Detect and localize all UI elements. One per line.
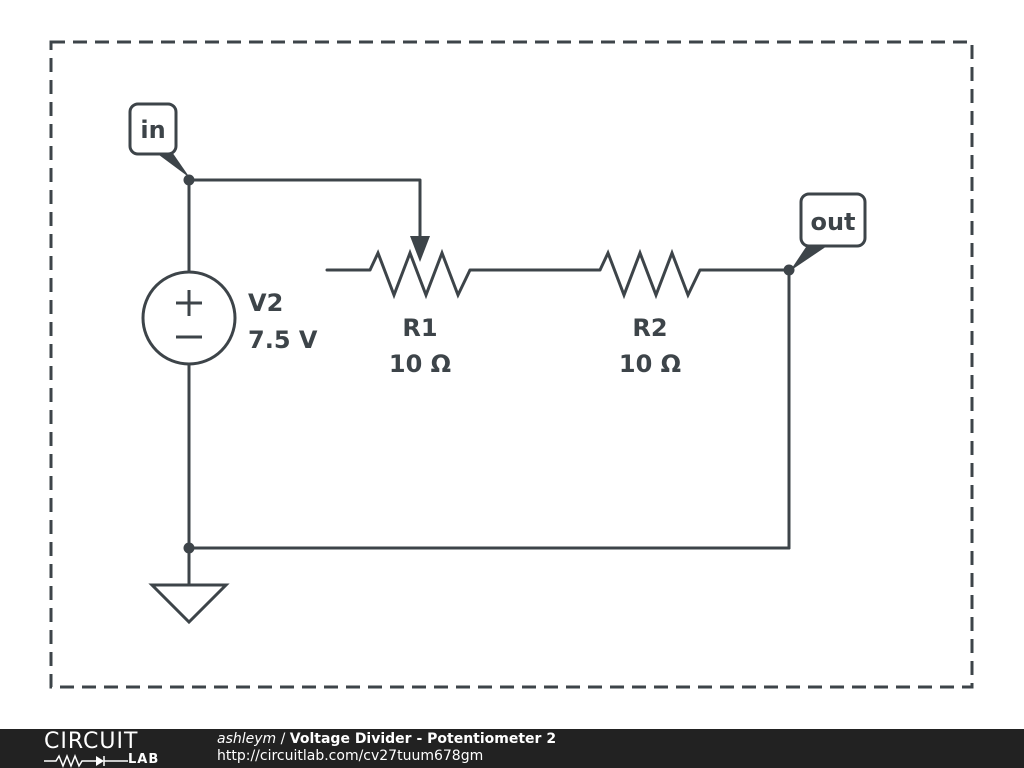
resistor-r2[interactable]: R2 10 Ω	[598, 248, 702, 378]
junction-in	[183, 174, 195, 186]
net-label-out-text: out	[810, 208, 855, 236]
schematic-canvas: V2 7.5 V R1 10 Ω R2 10 Ω in out	[49, 40, 974, 689]
circuit-title: Voltage Divider - Potentiometer 2	[289, 731, 557, 747]
resistor-diode-icon	[44, 754, 128, 768]
wire-in-to-wiper	[187, 178, 422, 242]
source-name: V2	[248, 289, 283, 317]
net-label-in-pointer	[155, 152, 190, 178]
net-label-in-text: in	[140, 116, 165, 144]
r1-name: R1	[402, 314, 437, 342]
net-label-in[interactable]: in	[128, 102, 190, 178]
wires	[187, 178, 791, 587]
footer-bar: CIRCUIT LAB ashleym / Voltage Divider - …	[0, 729, 1024, 768]
resistor-r2-zigzag	[598, 248, 702, 300]
r2-value: 10 Ω	[619, 350, 681, 378]
net-label-out[interactable]: out	[790, 192, 867, 271]
schematic-border	[49, 40, 974, 689]
r2-name: R2	[632, 314, 667, 342]
net-label-in-box	[128, 102, 178, 156]
potentiometer-r1[interactable]: R1 10 Ω	[368, 236, 472, 378]
voltage-source-v2[interactable]: V2 7.5 V	[141, 270, 318, 366]
circuit-byline: ashleym / Voltage Divider - Potentiomete…	[217, 731, 556, 748]
logo-wordmark-top: CIRCUIT	[44, 729, 139, 754]
author-link[interactable]: ashleym	[217, 731, 277, 747]
ground-icon	[148, 583, 230, 625]
circuit-url[interactable]: http://circuitlab.com/cv27tuum678gm	[217, 748, 484, 764]
junction-out	[783, 264, 795, 276]
resistor-r1-zigzag	[368, 248, 472, 300]
source-value: 7.5 V	[248, 326, 318, 354]
net-label-out-pointer	[790, 244, 830, 271]
logo-wordmark-bottom: LAB	[128, 752, 160, 767]
net-label-out-box	[799, 192, 867, 248]
voltage-source-symbol	[141, 270, 237, 366]
byline-separator: /	[280, 731, 286, 747]
junction-ground	[183, 542, 195, 554]
circuitlab-logo[interactable]: CIRCUIT LAB	[40, 729, 180, 768]
circuit-meta: ashleym / Voltage Divider - Potentiomete…	[217, 731, 556, 765]
r1-value: 10 Ω	[389, 350, 451, 378]
wiper-arrow-icon	[410, 236, 430, 262]
